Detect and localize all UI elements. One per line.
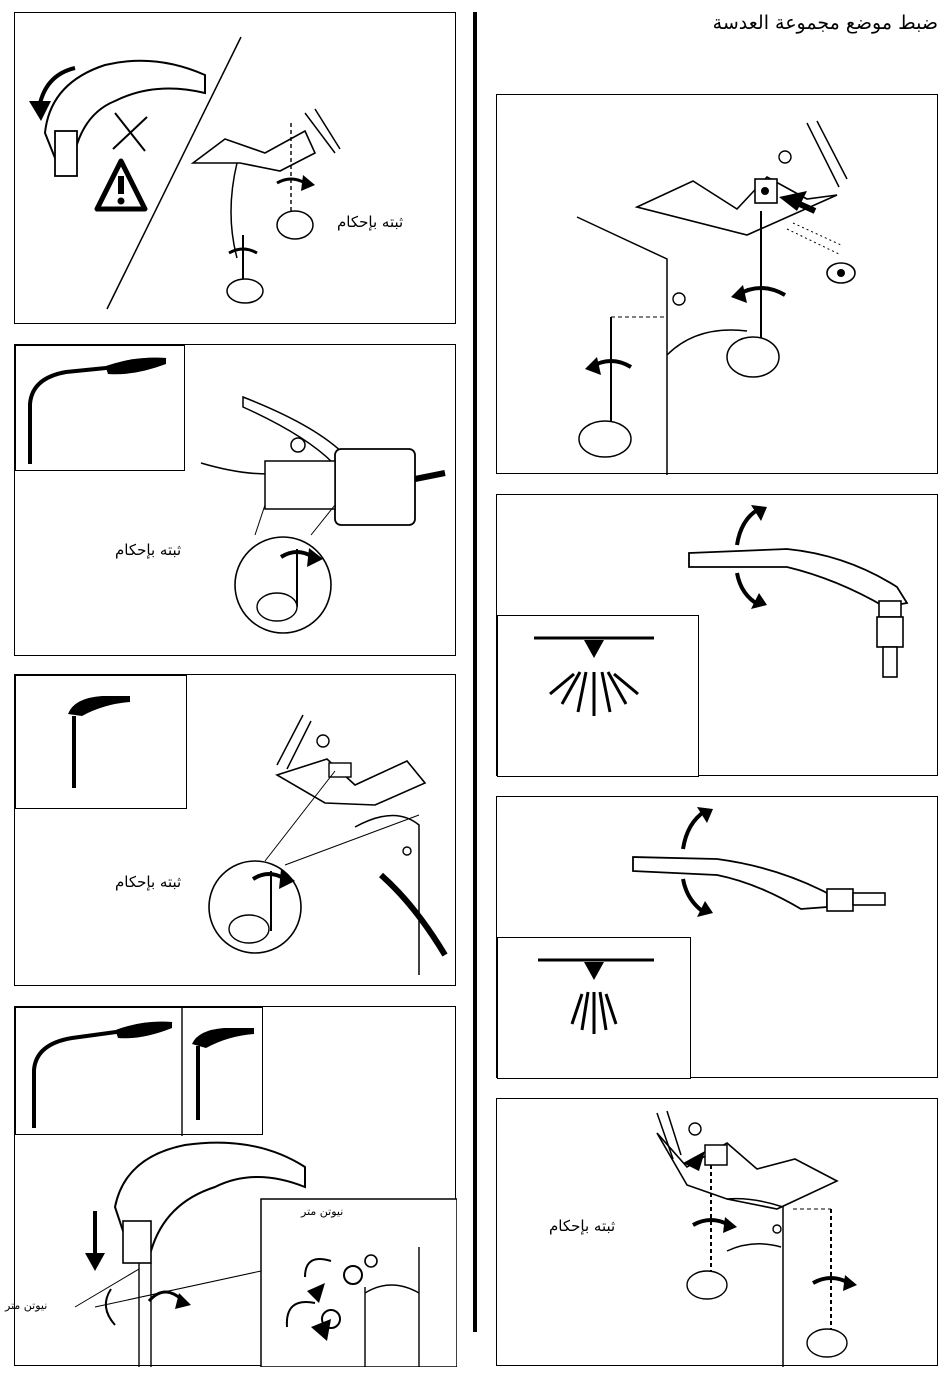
illustration-luminaire-tilt-warning — [15, 13, 457, 325]
inset-beam-narrow — [497, 937, 691, 1079]
illustration-mount-with-torque — [15, 1007, 457, 1367]
panel-step-6 — [496, 494, 938, 776]
column-divider — [473, 12, 477, 1332]
illustration-lens-adjust — [497, 95, 939, 475]
tighten-label: ثبته بإحكام — [337, 213, 403, 231]
tighten-label: ثبته بإحكام — [115, 873, 181, 891]
tighten-label: ثبته بإحكام — [115, 541, 181, 559]
panel-step-8: ثبته بإحكام — [496, 1098, 938, 1366]
beam-narrow-icon — [498, 938, 692, 1080]
illustration-side-entry-tighten — [15, 345, 457, 657]
beam-wide-icon — [498, 616, 700, 778]
tighten-label: ثبته بإحكام — [549, 1217, 615, 1235]
illustration-top-entry-tighten — [15, 675, 457, 987]
panel-step-5 — [496, 94, 938, 474]
inset-beam-wide — [497, 615, 699, 777]
torque-label-right: نيوتن متر — [301, 1205, 343, 1218]
panel-step-2: ثبته بإحكام — [14, 344, 456, 656]
panel-step-1: ثبته بإحكام — [14, 12, 456, 324]
page-title: ضبط موضع مجموعة العدسة — [713, 12, 938, 34]
panel-step-3: ثبته بإحكام — [14, 674, 456, 986]
panel-step-4: نيوتن متر نيوتن متر — [14, 1006, 456, 1366]
panel-step-7 — [496, 796, 938, 1078]
torque-label-left: نيوتن متر — [5, 1299, 47, 1312]
